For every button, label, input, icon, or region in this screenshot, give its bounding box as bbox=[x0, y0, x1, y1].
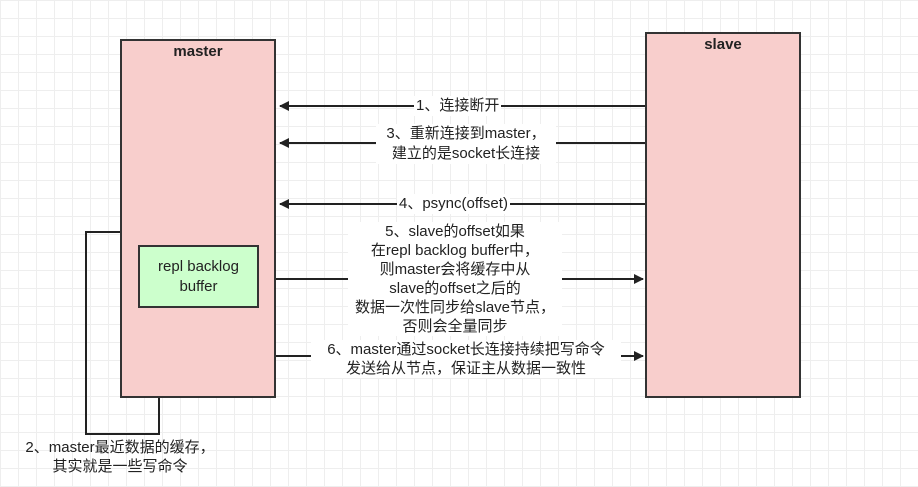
edge-label-step1: 1、连接断开 bbox=[414, 96, 502, 116]
slave-node: slave bbox=[645, 32, 801, 398]
repl-backlog-buffer-label: repl backlog buffer bbox=[158, 257, 239, 295]
slave-title: slave bbox=[704, 36, 742, 53]
master-node: master bbox=[120, 39, 276, 398]
edge-label-step4: 4、psync(offset) bbox=[397, 194, 510, 214]
repl-backlog-buffer-node: repl backlog buffer bbox=[138, 245, 259, 308]
master-title: master bbox=[173, 43, 223, 60]
edge-label-step6: 6、master通过socket长连接持续把写命令 发送给从节点，保证主从数据一… bbox=[311, 340, 621, 378]
edge-label-step5: 5、slave的offset如果 在repl backlog buffer中， … bbox=[348, 222, 562, 336]
edge-label-step3: 3、重新连接到master， 建立的是socket长连接 bbox=[376, 124, 556, 164]
edge-label-step2: 2、master最近数据的缓存， 其实就是一些写命令 bbox=[25, 439, 215, 475]
